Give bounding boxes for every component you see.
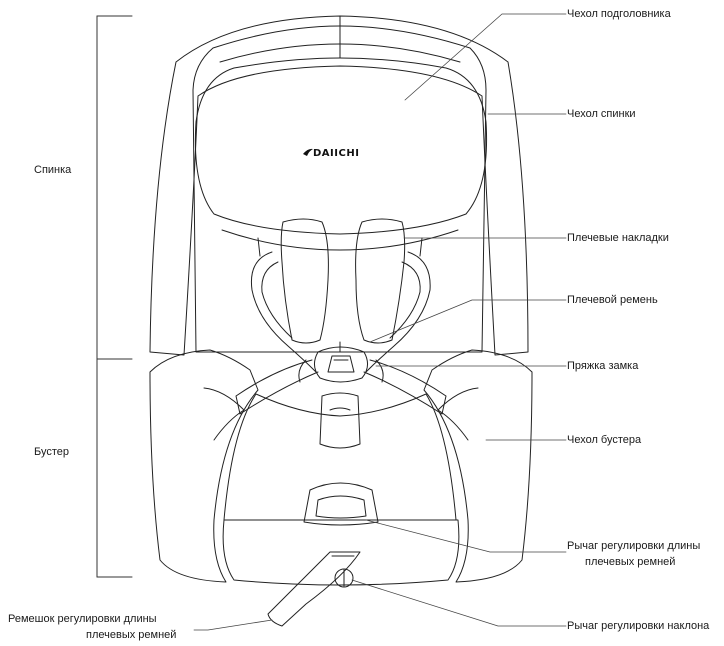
lap-belt-left <box>236 360 318 414</box>
seat-cushion <box>224 394 456 520</box>
back-shell-outline <box>150 16 528 355</box>
label-backrest: Спинка <box>34 163 71 177</box>
harness-loop-right <box>366 252 430 372</box>
label-adjust-strap-line1: Ремешок регулировки длины <box>8 612 157 626</box>
crotch-buckle <box>320 393 360 448</box>
shoulder-pad-left <box>281 219 328 343</box>
headrest-outline <box>195 58 486 234</box>
label-headrest-cover: Чехол подголовника <box>567 7 671 21</box>
brand-logo-text: DAIICHI <box>313 148 359 159</box>
back-cover-panel <box>193 26 486 352</box>
adjust-strap <box>268 552 360 626</box>
strap-lever <box>304 483 378 525</box>
shoulder-pad-right <box>356 219 405 343</box>
lap-belt-right <box>364 360 446 414</box>
label-back-cover: Чехол спинки <box>567 107 636 121</box>
harness-loop-left <box>251 252 316 372</box>
headrest-lower-curve <box>222 230 458 250</box>
label-strap-lever-line1: Рычаг регулировки длины <box>567 539 700 553</box>
label-shoulder-pads: Плечевые накладки <box>567 231 669 245</box>
label-booster: Бустер <box>34 445 69 459</box>
label-booster-cover: Чехол бустера <box>567 433 641 447</box>
label-strap-lever-line2: плечевых ремней <box>585 555 675 569</box>
label-recline-lever: Рычаг регулировки наклона <box>567 619 709 633</box>
section-brackets <box>97 16 132 577</box>
booster-left <box>150 350 258 582</box>
booster-right <box>424 350 532 582</box>
label-shoulder-belt: Плечевой ремень <box>567 293 658 307</box>
label-buckle: Пряжка замка <box>567 359 638 373</box>
leader-lines <box>194 14 566 630</box>
label-adjust-strap-line2: плечевых ремней <box>86 628 176 642</box>
